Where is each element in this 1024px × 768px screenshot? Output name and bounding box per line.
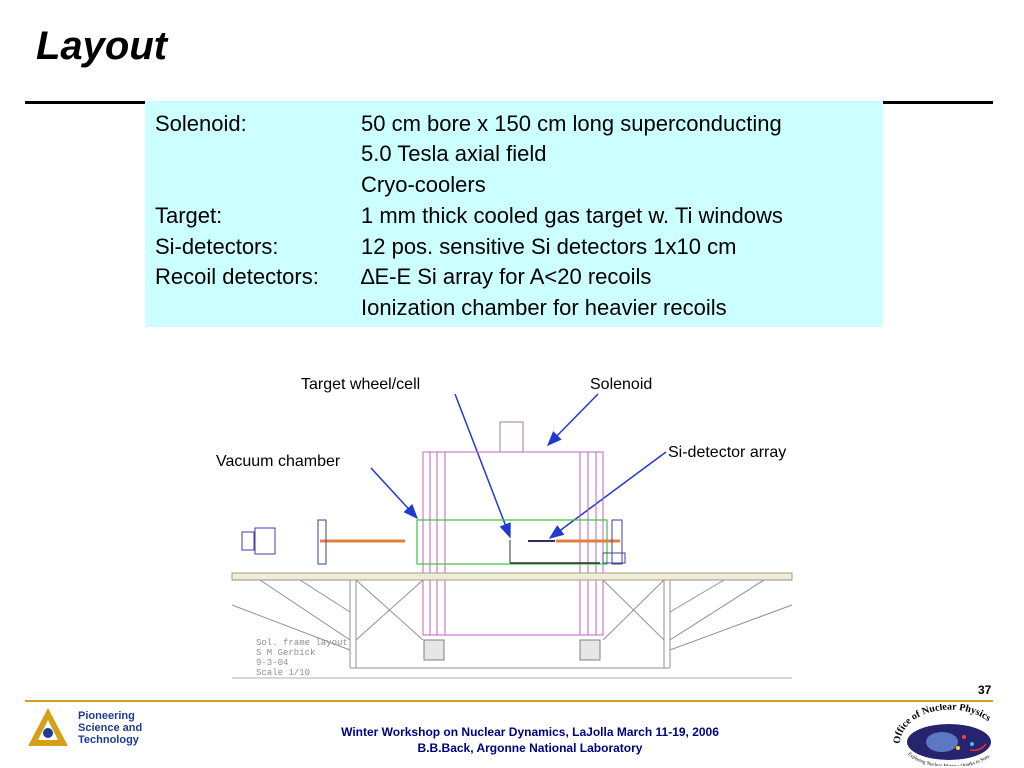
arrow-solenoid: [546, 393, 599, 447]
page-number: 37: [978, 683, 992, 697]
footer-author: B.B.Back, Argonne National Laboratory: [417, 741, 643, 755]
footer-event: Winter Workshop on Nuclear Dynamics, LaJ…: [341, 725, 719, 739]
spec-label: Solenoid:: [155, 111, 247, 136]
spec-value: 1 mm thick cooled gas target w. Ti windo…: [361, 203, 783, 228]
argonne-logo-icon: [28, 708, 68, 746]
spec-label: Recoil detectors:: [155, 264, 319, 289]
footer-rule: [25, 700, 993, 702]
left-truss: [231, 579, 424, 669]
arrow-si-detector: [548, 451, 667, 539]
note-line: S M Gerbick: [256, 648, 315, 658]
note-line: Scale 1/10: [256, 668, 310, 678]
cryocooler: [499, 421, 524, 453]
org-tagline: Pioneering Science and Technology: [78, 710, 143, 746]
spec-box: Solenoid: 50 cm bore x 150 cm long super…: [145, 101, 883, 327]
spec-value: Ionization chamber for heavier recoils: [361, 295, 727, 320]
solenoid-outline: [422, 451, 604, 636]
callout-vacuum-chamber: Vacuum chamber: [216, 453, 341, 470]
right-truss: [602, 579, 793, 669]
spec-value: 50 cm bore x 150 cm long superconducting: [361, 111, 782, 136]
spec-value: ∆E-E Si array for A<20 recoils: [361, 264, 652, 289]
spec-label: Si-detectors:: [155, 234, 279, 259]
note-line: 9-3-04: [256, 658, 288, 668]
spec-value: Cryo-coolers: [361, 172, 486, 197]
spec-value: 12 pos. sensitive Si detectors 1x10 cm: [361, 234, 737, 259]
slide-title: Layout: [36, 24, 168, 68]
callout-target-wheel: Target wheel/cell: [301, 376, 421, 393]
arrow-target-wheel: [454, 393, 511, 539]
callout-si-detector: Si-detector array: [668, 444, 787, 461]
footer-text: Winter Workshop on Nuclear Dynamics, LaJ…: [280, 724, 780, 756]
spec-value: 5.0 Tesla axial field: [361, 141, 547, 166]
note-line: Sol. frame layout: [256, 638, 348, 648]
arrow-vacuum-chamber: [370, 467, 419, 520]
callout-solenoid: Solenoid: [590, 376, 653, 393]
spec-label: Target:: [155, 203, 223, 228]
nuclear-physics-seal-icon: Office of Nuclear Physics Exploring Nucl…: [892, 704, 993, 766]
